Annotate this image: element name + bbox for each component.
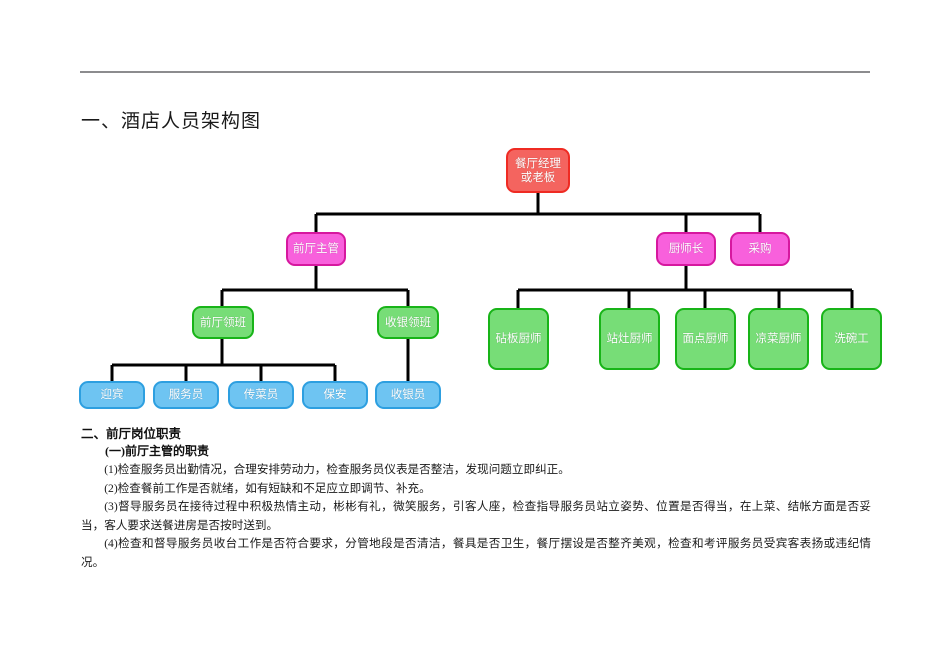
org-node-cashier-foreman: 收银领班	[377, 306, 439, 339]
org-node-front-foreman: 前厅领班	[192, 306, 254, 339]
page-title: 一、酒店人员架构图	[81, 111, 262, 132]
duty-paragraph-3: (3)督导服务员在接待过程中积极热情主动，彬彬有礼，微笑服务，引客人座，检查指导…	[81, 500, 871, 532]
org-node-waiter: 服务员	[153, 381, 219, 409]
header-divider	[80, 71, 870, 73]
subsection-heading-supervisor-duties: (一)前厅主管的职责	[105, 444, 209, 458]
section-heading-duties: 二、前厅岗位职责	[81, 427, 182, 441]
org-node-chopping-chef: 砧板厨师	[488, 308, 549, 370]
duty-paragraph-1: (1)检查服务员出勤情况，合理安排劳动力，检查服务员仪表是否整洁，发现问题立即纠…	[104, 463, 570, 476]
org-node-pastry-chef: 面点厨师	[675, 308, 736, 370]
org-node-root: 餐厅经理 或老板	[506, 148, 570, 193]
org-node-security: 保安	[302, 381, 368, 409]
org-node-dishwasher: 洗碗工	[821, 308, 882, 370]
duty-paragraph-4: (4)检查和督导服务员收台工作是否符合要求，分管地段是否清洁，餐具是否卫生，餐厅…	[81, 537, 871, 569]
org-node-stove-chef: 站灶厨师	[599, 308, 660, 370]
duties-body: (1)检查服务员出勤情况，合理安排劳动力，检查服务员仪表是否整洁，发现问题立即纠…	[81, 461, 871, 573]
org-node-purchasing: 采购	[730, 232, 790, 266]
org-node-greeter: 迎宾	[79, 381, 145, 409]
org-node-food-runner: 传菜员	[228, 381, 294, 409]
org-node-head-chef: 厨师长	[656, 232, 716, 266]
duty-paragraph-2: (2)检查餐前工作是否就绪，如有短缺和不足应立即调节、补充。	[104, 481, 431, 495]
org-node-root-label: 餐厅经理 或老板	[515, 157, 561, 184]
org-chart: 餐厅经理 或老板 前厅主管 厨师长 采购 前厅领班 收银领班 迎宾 服务员 传	[79, 148, 882, 409]
org-node-front-supervisor: 前厅主管	[286, 232, 346, 266]
org-chart-connectors	[110, 193, 854, 381]
org-node-cashier: 收银员	[375, 381, 441, 409]
org-node-cold-dish-chef: 凉菜厨师	[748, 308, 809, 370]
